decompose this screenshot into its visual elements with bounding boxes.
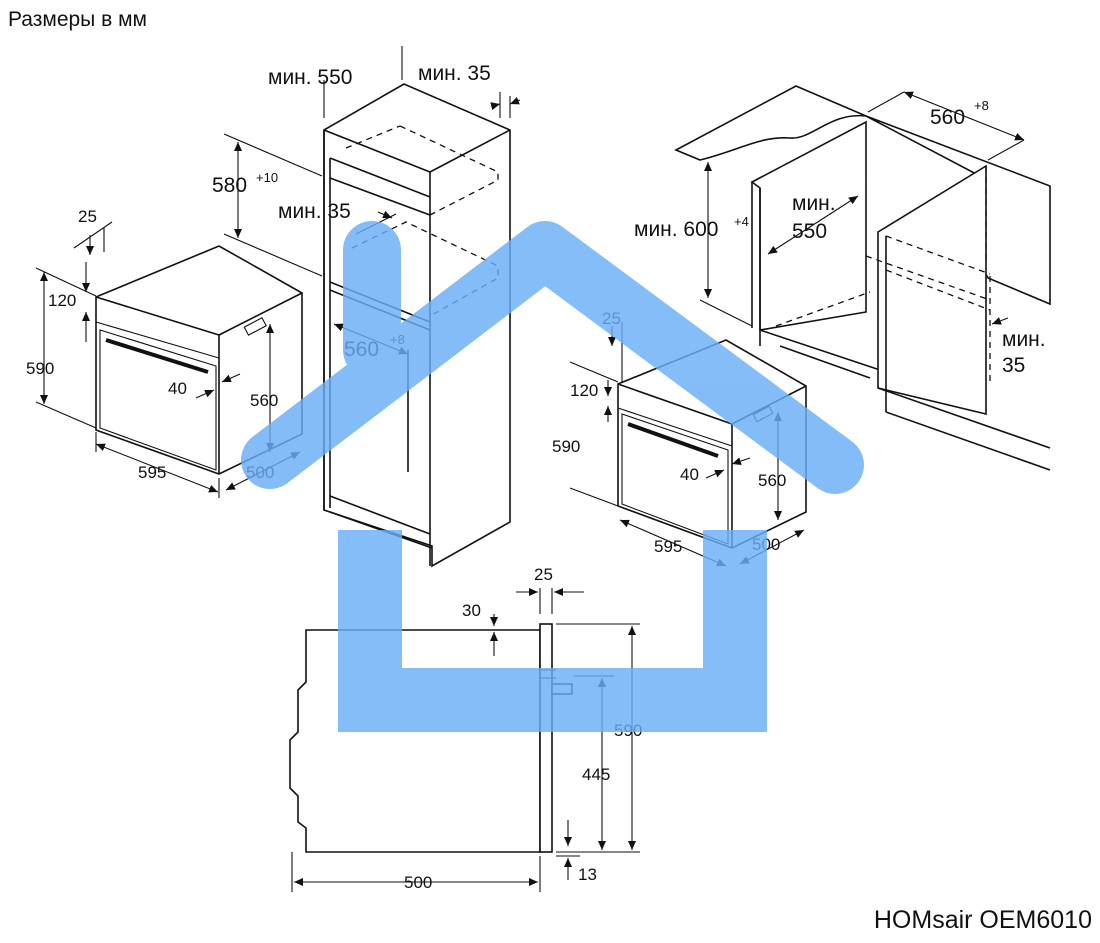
cabinet-min-35-top: мин. 35 [418,62,491,85]
house-watermark-logo [241,221,864,732]
house-roof-stroke [241,221,864,494]
cabinet-h-580-tolerance: +10 [256,170,278,185]
diagram-title: Размеры в мм [8,8,147,31]
oven-left-h-560: 560 [250,391,278,410]
oven-right-h-120: 120 [570,381,598,400]
undercounter-min-35-l1: мин. [1002,328,1046,351]
oven-left-depth-25: 25 [78,207,97,226]
side-t-25: 25 [534,565,553,584]
oven-right-w-595: 595 [654,537,682,556]
undercounter-w-560-tolerance: +8 [974,98,989,113]
undercounter-min-550-l2: 550 [792,220,827,243]
undercounter-min-600: мин. 600 [634,218,718,241]
undercounter-min-550-l1: мин. [792,192,836,215]
oven-left-h-120: 120 [48,291,76,310]
brand-label: HOMsair OEM6010 [874,906,1092,934]
oven-left-w-595: 595 [138,463,166,482]
undercounter-min-35-l2: 35 [1002,354,1025,377]
oven-right-h-560: 560 [758,471,786,490]
oven-left-gap-40: 40 [168,379,187,398]
side-b-13: 13 [578,865,597,884]
cabinet-h-580: 580 [212,174,247,197]
house-body-stroke [338,530,767,732]
oven-left-h-590: 590 [26,359,54,378]
under-counter-cabinet: 560 +8 мин. 600 +4 мин. 550 мин. 35 [634,85,1051,471]
side-d-500: 500 [404,873,432,892]
undercounter-min-600-tolerance: +4 [734,214,749,229]
side-h-445: 445 [582,765,610,784]
oven-right-gap-40: 40 [680,465,699,484]
undercounter-w-560: 560 [930,106,965,129]
cabinet-min-35-mid: мин. 35 [278,200,351,223]
side-t-30: 30 [462,601,481,620]
cabinet-min-550: мин. 550 [268,66,352,89]
oven-right-h-590: 590 [552,437,580,456]
oven-left: 25 120 590 40 560 595 500 [26,207,303,498]
